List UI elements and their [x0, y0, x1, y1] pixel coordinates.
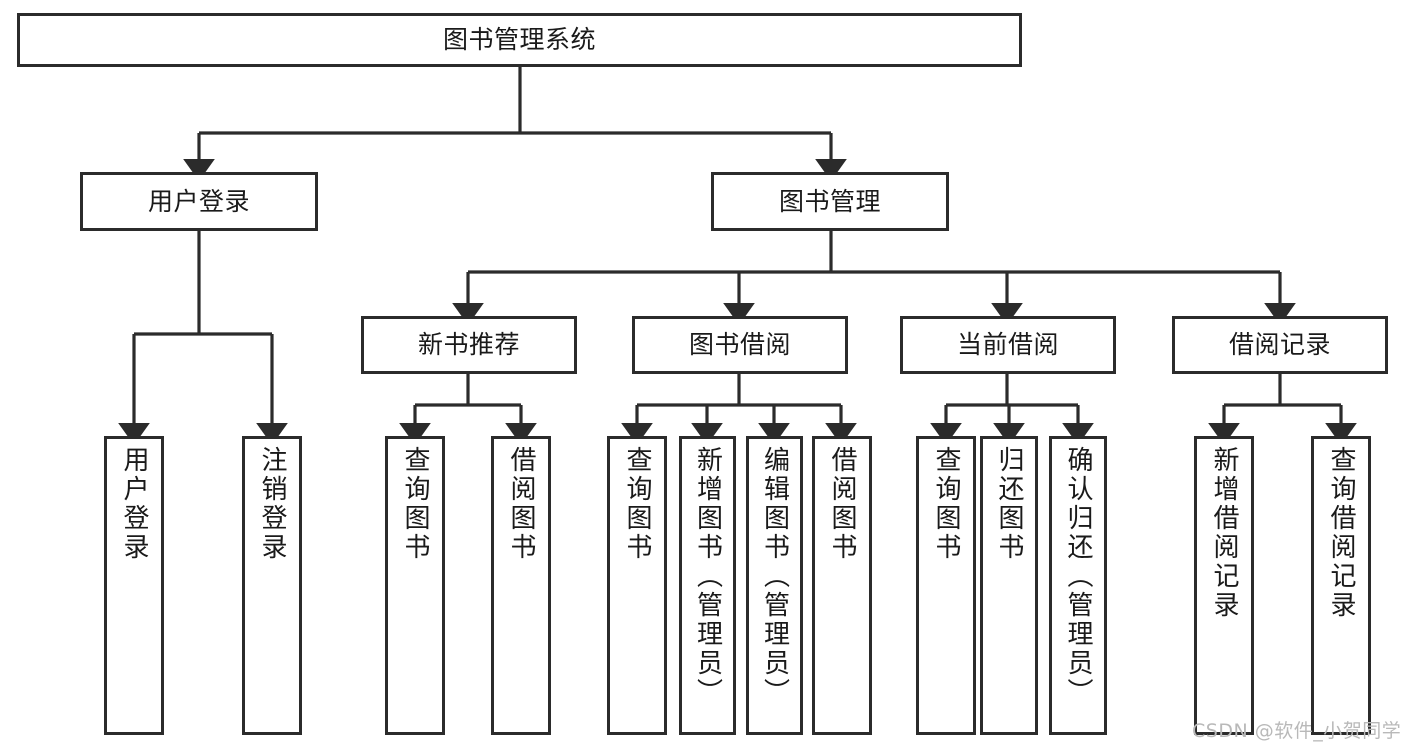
node-root-book-management-system[interactable]: 图书管理系统	[17, 13, 1022, 67]
leaf-user-login-login[interactable]: 用户登录	[104, 436, 164, 735]
node-label: 图书管理	[778, 186, 881, 216]
node-label: 图书借阅	[688, 330, 791, 360]
node-label: 新增图书（管理员）	[692, 446, 723, 707]
node-label: 查询图书	[931, 446, 961, 562]
node-label: 借阅图书	[827, 446, 857, 562]
node-label: 确认归还（管理员）	[1063, 446, 1093, 707]
node-label: 当前借阅	[956, 330, 1059, 360]
node-current-borrow[interactable]: 当前借阅	[900, 316, 1116, 374]
leaf-borrow-record-query-record[interactable]: 查询借阅记录	[1311, 436, 1371, 735]
node-book-management[interactable]: 图书管理	[711, 172, 949, 231]
node-label: 借阅记录	[1228, 330, 1331, 360]
node-label: 查询图书	[622, 446, 652, 562]
node-borrow-record[interactable]: 借阅记录	[1172, 316, 1388, 374]
leaf-current-borrow-return-book[interactable]: 归还图书	[980, 436, 1038, 735]
node-label: 用户登录	[147, 186, 250, 216]
leaf-book-borrow-borrow-book[interactable]: 借阅图书	[812, 436, 872, 735]
node-label: 用户登录	[119, 446, 149, 562]
node-label: 查询图书	[400, 446, 430, 562]
node-label: 新增借阅记录	[1209, 446, 1239, 620]
node-new-book-recommend[interactable]: 新书推荐	[361, 316, 577, 374]
leaf-book-borrow-add-book-admin[interactable]: 新增图书（管理员）	[679, 436, 736, 735]
leaf-current-borrow-query-book[interactable]: 查询图书	[916, 436, 976, 735]
leaf-borrow-record-add-record[interactable]: 新增借阅记录	[1194, 436, 1254, 735]
leaf-book-borrow-edit-book-admin[interactable]: 编辑图书（管理员）	[746, 436, 803, 735]
leaf-user-login-logout[interactable]: 注销登录	[242, 436, 302, 735]
node-book-borrow[interactable]: 图书借阅	[632, 316, 848, 374]
leaf-book-borrow-query-book[interactable]: 查询图书	[607, 436, 667, 735]
leaf-current-borrow-confirm-return-admin[interactable]: 确认归还（管理员）	[1049, 436, 1107, 735]
node-label: 查询借阅记录	[1326, 446, 1356, 620]
node-label: 图书管理系统	[442, 25, 596, 55]
node-label: 归还图书	[994, 446, 1024, 562]
node-label: 注销登录	[257, 446, 287, 562]
node-label: 借阅图书	[506, 446, 536, 562]
node-label: 编辑图书（管理员）	[759, 446, 790, 707]
node-label: 新书推荐	[417, 330, 520, 360]
leaf-new-book-borrow-book[interactable]: 借阅图书	[491, 436, 551, 735]
leaf-new-book-query-book[interactable]: 查询图书	[385, 436, 445, 735]
csdn-watermark: CSDN @软件_小贺同学	[1192, 720, 1402, 742]
node-user-login[interactable]: 用户登录	[80, 172, 318, 231]
